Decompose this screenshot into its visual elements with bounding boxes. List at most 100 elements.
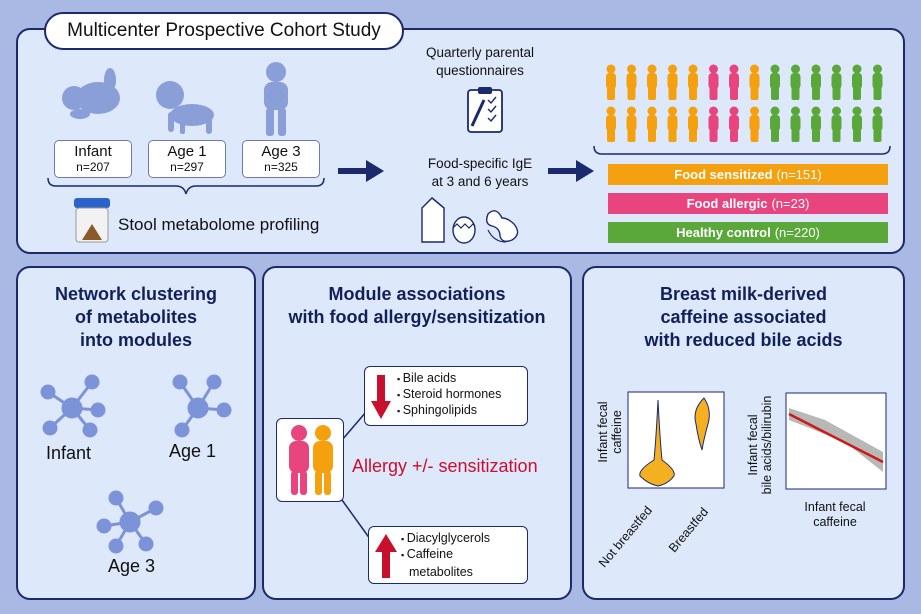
participant-icon	[729, 106, 739, 142]
group-label: Food allergic	[686, 196, 768, 211]
children-silhouette-icon	[289, 425, 333, 495]
study-title: Multicenter Prospective Cohort Study	[44, 12, 404, 50]
participant-icon	[647, 64, 657, 100]
participant-icon	[790, 64, 801, 100]
participant-icon	[872, 64, 883, 100]
regression-xlabel: Infant fecal caffeine	[785, 500, 885, 530]
network-title: Network clustering of metabolites into m…	[20, 283, 252, 352]
network-label-infant: Infant	[46, 443, 92, 463]
violin-ylabel: Infant fecal caffeine	[596, 392, 624, 472]
regression-line	[788, 412, 884, 464]
title-line: Network clustering	[54, 284, 218, 304]
confidence-band	[789, 408, 883, 472]
age-bracket	[47, 177, 325, 195]
participant-icon	[831, 64, 842, 100]
violin-breastfed	[694, 397, 710, 451]
participant-icon	[831, 106, 842, 142]
decreased-metabolites-box: Bile acids Steroid hormones Sphingolipid…	[364, 366, 528, 426]
increased-item: Caffeine	[401, 547, 490, 563]
network-age3-icon	[96, 490, 164, 554]
network-label-age1: Age 1	[169, 441, 217, 461]
caffeine-title: Breast milk-derived caffeine associated …	[586, 283, 901, 352]
participant-icon	[790, 106, 801, 142]
ige-label-line1: Food-specific IgE	[427, 156, 533, 171]
title-line: caffeine associated	[660, 307, 827, 327]
title-line: with reduced bile acids	[644, 330, 843, 350]
participant-icon	[667, 64, 678, 100]
decreased-item: Bile acids	[397, 371, 501, 387]
milk-carton-icon	[421, 197, 445, 243]
crawling-baby-silhouette-icon	[156, 81, 214, 134]
participant-icon	[606, 64, 616, 100]
violin-plot	[627, 391, 725, 489]
title-line: Breast milk-derived	[659, 284, 828, 304]
participant-icon	[852, 64, 862, 100]
participant-icon	[749, 64, 760, 100]
participant-icon	[770, 64, 780, 100]
participant-icon	[626, 64, 637, 100]
arrow-right-icon	[338, 160, 384, 182]
allergy-label: Allergy +/- sensitization	[352, 456, 538, 476]
stool-jar-icon	[74, 198, 110, 243]
toddler-silhouette-icon	[264, 62, 288, 136]
questionnaire-label: Quarterly parental questionnaires	[425, 45, 535, 78]
age-label: Age 3	[261, 143, 301, 160]
participant-grid	[606, 64, 883, 142]
participant-icon	[606, 106, 616, 142]
participant-icon	[626, 106, 637, 142]
clipboard-icon	[467, 87, 503, 133]
network-age1-icon	[172, 374, 232, 438]
group-count: (n=220)	[774, 225, 820, 240]
modules-title: Module associations with food allergy/se…	[266, 283, 568, 329]
age-count: n=297	[170, 160, 204, 174]
group-count: (n=151)	[776, 167, 822, 182]
participant-icon	[811, 106, 821, 142]
axis-label-line: caffeine	[813, 515, 857, 529]
age-box-age1: Age 1 n=297	[148, 140, 226, 178]
arrow-down-icon	[371, 375, 391, 419]
infant-silhouette-icon	[62, 68, 120, 119]
participant-icon	[667, 106, 678, 142]
participant-icon	[688, 106, 698, 142]
cohort-silhouettes	[62, 62, 288, 136]
participant-icon	[708, 106, 719, 142]
axis-label-line: Infant fecal	[596, 401, 610, 463]
title-line: into modules	[80, 330, 192, 350]
title-line: Module associations	[328, 284, 506, 304]
network-panel	[16, 266, 256, 600]
age-count: n=207	[76, 160, 110, 174]
increased-metabolites-box: Diacylglycerols Caffeine metabolites	[368, 526, 528, 584]
title-line: of metabolites	[74, 307, 198, 327]
participant-icon	[647, 106, 657, 142]
axis-label-line: bile acids/bilirubin	[760, 395, 774, 495]
axis-label-line: caffeine	[610, 410, 624, 454]
children-box	[276, 418, 344, 502]
peanut-icon	[485, 210, 519, 243]
axis-label-line: Infant fecal	[746, 414, 760, 476]
arrow-up-icon	[375, 534, 397, 578]
participant-icon	[872, 106, 883, 142]
regression-ylabel: Infant fecal bile acids/bilirubin	[746, 390, 774, 500]
participant-icon	[729, 64, 739, 100]
group-bar-healthy: Healthy control(n=220)	[608, 222, 888, 243]
increased-item: Diacylglycerols	[401, 531, 490, 547]
increased-item-continuation: metabolites	[409, 565, 473, 579]
participant-icon	[688, 64, 698, 100]
age-label: Age 1	[167, 143, 207, 160]
group-label: Food sensitized	[674, 167, 773, 182]
group-bracket	[593, 145, 891, 155]
network-graphs	[40, 374, 232, 554]
age-count: n=325	[264, 160, 298, 174]
food-allergens-icon	[421, 197, 519, 244]
decreased-item: Sphingolipids	[397, 403, 501, 419]
participant-icon	[811, 64, 821, 100]
ige-label-line2: at 3 and 6 years	[431, 174, 529, 189]
network-label-age3: Age 3	[108, 556, 156, 576]
age-box-infant: Infant n=207	[54, 140, 132, 178]
egg-icon	[452, 216, 476, 244]
stool-label: Stool metabolome profiling	[118, 215, 320, 234]
age-label: Infant	[74, 143, 112, 160]
decreased-item: Steroid hormones	[397, 387, 502, 403]
group-count: (n=23)	[771, 196, 810, 211]
age-box-age3: Age 3 n=325	[242, 140, 320, 178]
